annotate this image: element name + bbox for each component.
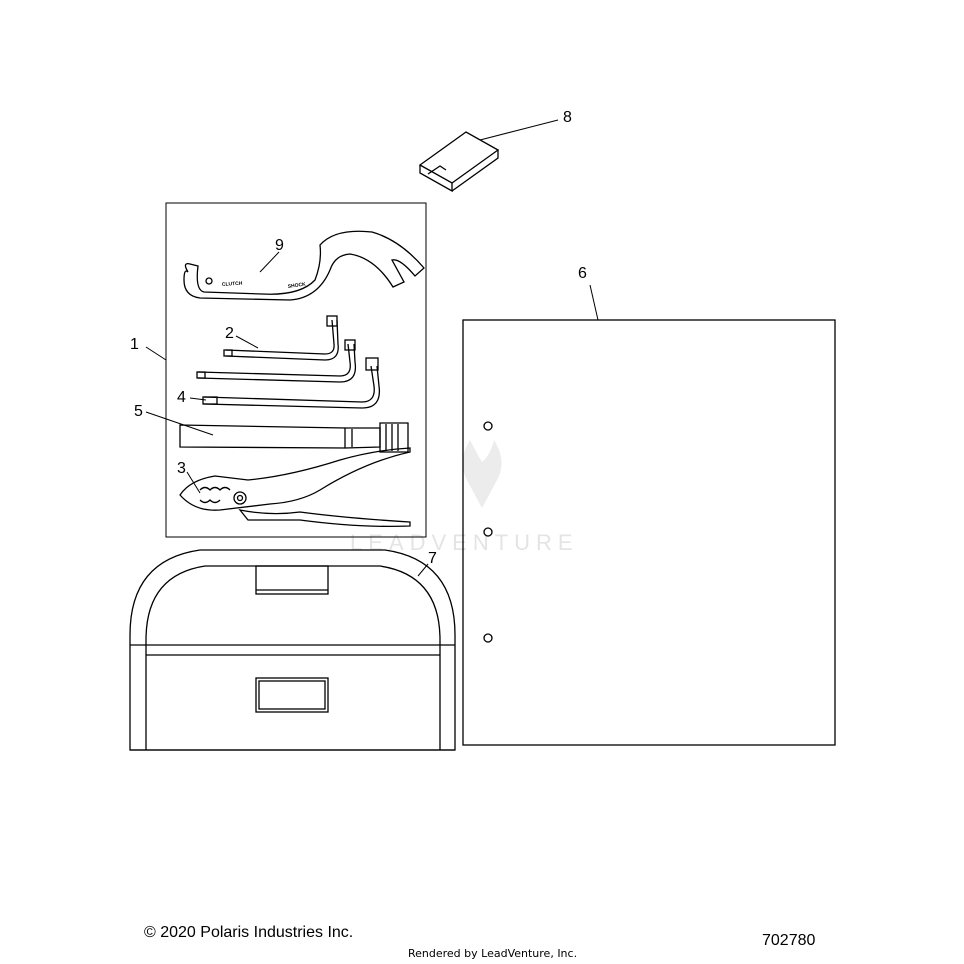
callout-5: 5 — [134, 403, 143, 420]
drawing-number: 702780 — [762, 932, 816, 949]
hex-key-small — [225, 319, 335, 355]
binder-hole-top — [483, 421, 493, 431]
pouch-label-patch — [255, 677, 329, 713]
binder-hole-middle — [483, 527, 493, 537]
binder-hole-bottom — [483, 633, 493, 643]
owners-manual — [462, 319, 836, 746]
tool-kit-outline — [165, 202, 427, 538]
watermark-flame-icon — [462, 440, 502, 508]
callout-2: 2 — [225, 325, 234, 342]
callout-8: 8 — [563, 109, 572, 126]
rendered-by-credit: Rendered by LeadVenture, Inc. — [408, 947, 578, 960]
wrench-shock-label: SHOCK — [287, 281, 306, 290]
slip-joint-pliers — [179, 447, 411, 528]
spanner-wrench — [183, 230, 425, 301]
callout-1: 1 — [130, 336, 139, 353]
pouch-top-strap — [255, 565, 329, 595]
callout-7: 7 — [428, 550, 437, 567]
hex-key-large — [203, 365, 375, 403]
watermark-text: LEADVENTURE — [350, 530, 579, 555]
wrench-clutch-label: CLUTCH — [222, 281, 243, 288]
callout-3: 3 — [177, 460, 186, 477]
hex-key-set — [196, 315, 381, 409]
small-case — [418, 131, 500, 193]
leader-lines — [145, 119, 599, 577]
callout-9: 9 — [275, 237, 284, 254]
copyright-notice: © 2020 Polaris Industries Inc. — [144, 924, 354, 941]
tool-pouch — [129, 549, 456, 751]
spark-plug-socket — [179, 422, 409, 453]
callout-6: 6 — [578, 265, 587, 282]
hex-key-medium — [197, 343, 351, 377]
leadventure-watermark: LEADVENTURE — [350, 440, 579, 555]
callout-4: 4 — [177, 389, 186, 406]
